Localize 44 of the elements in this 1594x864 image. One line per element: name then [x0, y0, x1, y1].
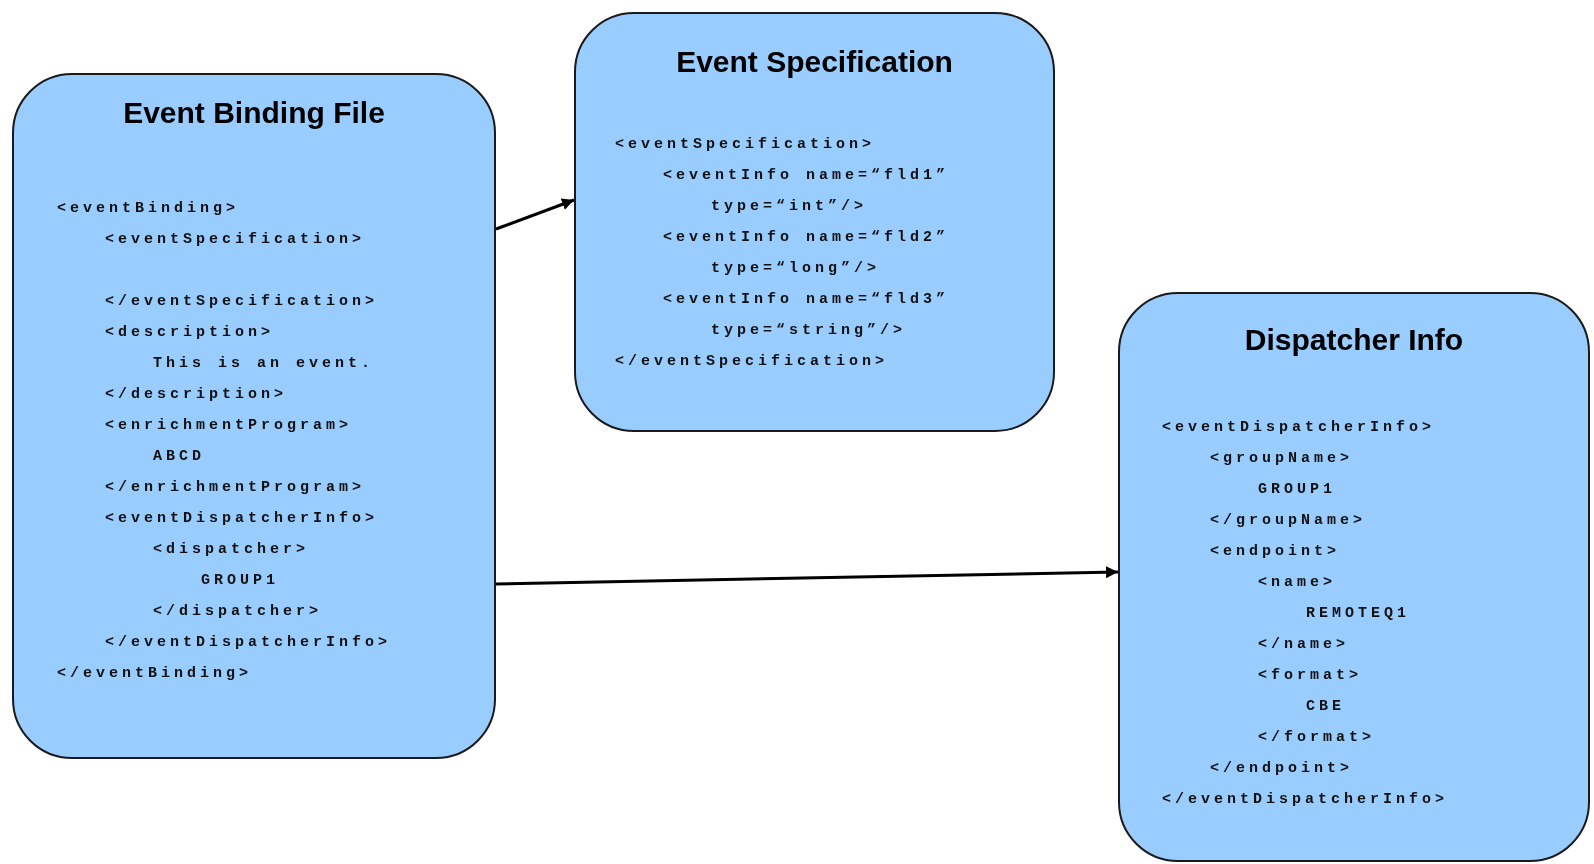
code-line: </description>	[105, 385, 288, 405]
code-line: <eventInfo name=“fld1”	[663, 166, 950, 186]
code-line: </eventBinding>	[57, 664, 253, 684]
code-line: <eventDispatcherInfo>	[1162, 418, 1436, 438]
code-line: <eventSpecification>	[615, 135, 876, 155]
code-line: <eventDispatcherInfo>	[105, 509, 379, 529]
code-line: </eventDispatcherInfo>	[1162, 790, 1449, 810]
code-line: <description>	[105, 323, 275, 343]
rounded-box	[574, 12, 1055, 432]
code-line: <format>	[1258, 666, 1362, 686]
code-line: <groupName>	[1210, 449, 1354, 469]
code-line: REMOTEQ1	[1306, 604, 1410, 624]
code-line: ABCD	[153, 447, 205, 467]
code-line: type=“string”/>	[711, 321, 907, 341]
rounded-box	[12, 73, 496, 759]
code-line: </enrichmentProgram>	[105, 478, 366, 498]
code-line: </endpoint>	[1210, 759, 1354, 779]
code-line: </groupName>	[1210, 511, 1367, 531]
rounded-box	[1118, 292, 1590, 862]
code-line: <name>	[1258, 573, 1336, 593]
box-heading: Event Specification	[675, 44, 954, 80]
arrow	[495, 566, 1119, 586]
code-line: <enrichmentProgram>	[105, 416, 353, 436]
code-line: <eventBinding>	[57, 199, 240, 219]
code-line: GROUP1	[1258, 480, 1336, 500]
code-line: <eventSpecification>	[105, 230, 366, 250]
box-heading: Event Binding File	[122, 95, 386, 131]
code-line: </name>	[1258, 635, 1349, 655]
code-line: type=“int”/>	[711, 197, 868, 217]
code-line: </eventSpecification>	[615, 352, 889, 372]
code-line: <dispatcher>	[153, 540, 310, 560]
code-line: GROUP1	[201, 571, 279, 591]
code-line: </dispatcher>	[153, 602, 323, 622]
code-line: <endpoint>	[1210, 542, 1340, 562]
box-heading: Dispatcher Info	[1243, 322, 1465, 358]
code-line: <eventInfo name=“fld3”	[663, 290, 950, 310]
code-line: CBE	[1306, 697, 1345, 717]
code-line: </eventDispatcherInfo>	[105, 633, 392, 653]
code-line: </eventSpecification>	[105, 292, 379, 312]
code-line: type=“long”/>	[711, 259, 881, 279]
code-line: </format>	[1258, 728, 1375, 748]
code-line: <eventInfo name=“fld2”	[663, 228, 950, 248]
arrow	[495, 198, 575, 231]
code-line: This is an event.	[153, 354, 375, 374]
